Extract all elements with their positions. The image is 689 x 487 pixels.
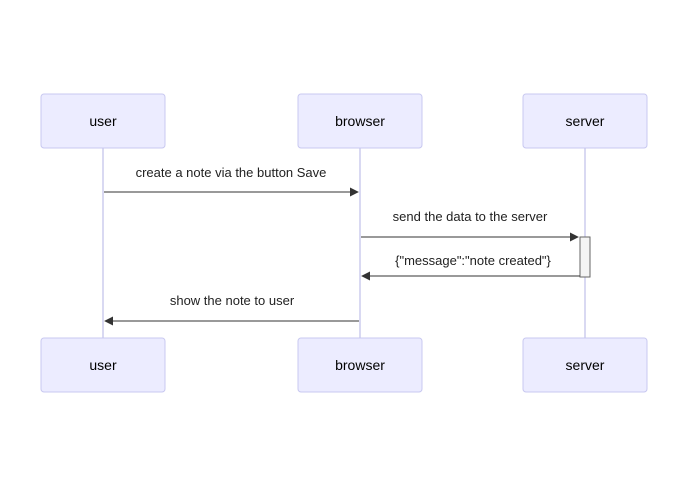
activation-server [579, 236, 591, 278]
message-label: create a note via the button Save [136, 165, 327, 180]
actor-bottom-browser: browser [297, 337, 423, 393]
message-label: {"message":"note created"} [395, 253, 551, 268]
message-1: create a note via the button Save [104, 165, 359, 197]
actor-top-server: server [522, 93, 648, 149]
actor-label: browser [335, 113, 385, 129]
actor-top-user: user [40, 93, 166, 149]
message-3: {"message":"note created"} [361, 253, 580, 281]
actor-label: browser [335, 357, 385, 373]
actor-label: user [89, 113, 117, 129]
message-4: show the note to user [104, 293, 359, 326]
actor-bottom-user: user [40, 337, 166, 393]
actor-label: server [566, 357, 605, 373]
message-2: send the data to the server [361, 209, 579, 242]
actor-top-browser: browser [297, 93, 423, 149]
message-label: show the note to user [170, 293, 295, 308]
message-label: send the data to the server [393, 209, 548, 224]
actor-bottom-server: server [522, 337, 648, 393]
actor-label: server [566, 113, 605, 129]
actor-label: user [89, 357, 117, 373]
